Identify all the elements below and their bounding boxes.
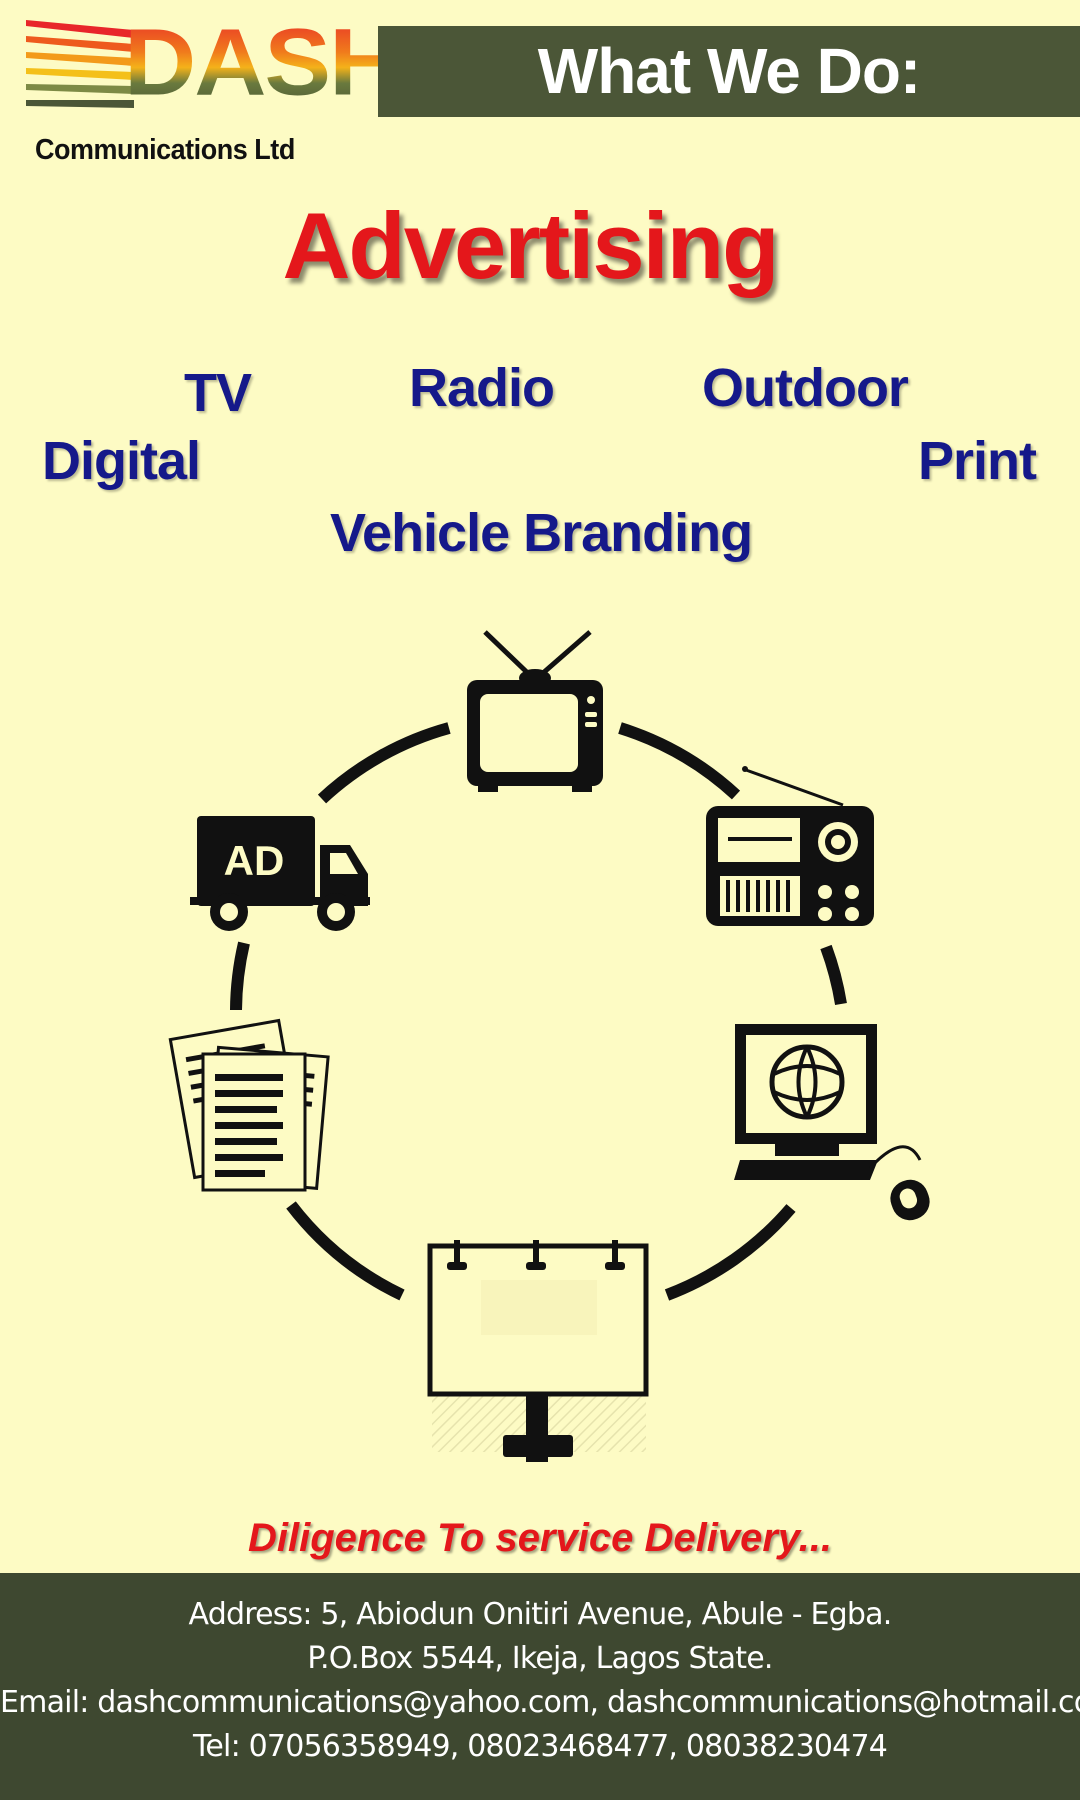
footer-email: Email: dashcommunications@yahoo.com, das… (0, 1685, 1080, 1720)
logo-subtitle: Communications Ltd (35, 134, 295, 166)
company-logo: DASH Communications Ltd (24, 8, 401, 168)
header-title: What We Do: (537, 35, 921, 107)
computer-icon (734, 1024, 930, 1221)
header-band: What We Do: (378, 26, 1080, 117)
service-radio: Radio (409, 358, 555, 418)
tagline: Diligence To service Delivery... (248, 1516, 832, 1560)
documents-icon (168, 1018, 330, 1192)
truck-ad-label: AD (224, 837, 285, 884)
logo-speed-lines-icon (26, 20, 134, 108)
service-digital: Digital (42, 431, 201, 491)
service-tv: TV (184, 363, 252, 423)
logo-wordmark: DASH (124, 9, 401, 116)
cycle-ring (230, 722, 847, 1301)
footer-tel: Tel: 07056358949, 08023468477, 080382304… (192, 1729, 888, 1764)
footer-address: Address: 5, Abiodun Onitiri Avenue, Abul… (188, 1597, 893, 1632)
media-cycle-diagram: AD (168, 630, 930, 1462)
footer-pobox: P.O.Box 5544, Ikeja, Lagos State. (307, 1641, 773, 1676)
billboard-icon (427, 1240, 649, 1462)
radio-icon (706, 766, 874, 926)
truck-icon: AD (190, 816, 370, 931)
service-print: Print (918, 431, 1037, 491)
headline: Advertising (282, 193, 779, 298)
service-outdoor: Outdoor (702, 358, 909, 418)
contact-footer: Address: 5, Abiodun Onitiri Avenue, Abul… (0, 1573, 1080, 1800)
service-vehicle-branding: Vehicle Branding (330, 503, 753, 563)
tv-icon (467, 630, 603, 792)
